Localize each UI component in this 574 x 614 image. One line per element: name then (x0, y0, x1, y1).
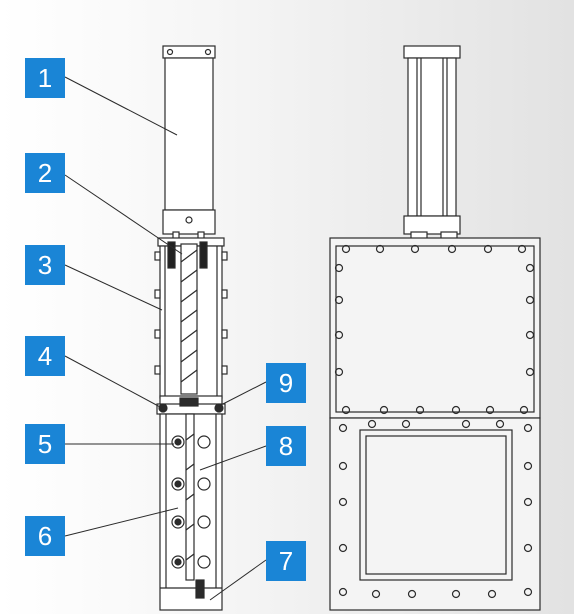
callout-7: 7 (266, 541, 306, 581)
callout-2: 2 (25, 153, 65, 193)
leader-1 (64, 76, 178, 136)
leader-lines (64, 76, 267, 601)
leader-3 (64, 264, 163, 311)
leader-7 (209, 559, 267, 601)
packing-gland (156, 395, 226, 415)
callout-4: 4 (25, 336, 65, 376)
callout-6: 6 (25, 516, 65, 556)
callout-9: 9 (266, 363, 306, 403)
side-section-view (154, 45, 228, 611)
leader-9 (218, 381, 267, 407)
callout-5: 5 (25, 424, 65, 464)
callout-1: 1 (25, 58, 65, 98)
leader-8 (199, 445, 267, 471)
cylinder (162, 45, 216, 243)
front-bonnet-plate (329, 237, 541, 419)
front-cylinder (403, 45, 461, 241)
leader-2 (64, 174, 183, 255)
leader-4 (64, 355, 163, 409)
piston-rod (180, 243, 198, 395)
front-body-flange (329, 417, 541, 611)
leader-6 (64, 507, 179, 537)
valve-body (159, 413, 223, 611)
front-view (329, 45, 541, 611)
callout-8: 8 (266, 426, 306, 466)
callout-3: 3 (25, 245, 65, 285)
